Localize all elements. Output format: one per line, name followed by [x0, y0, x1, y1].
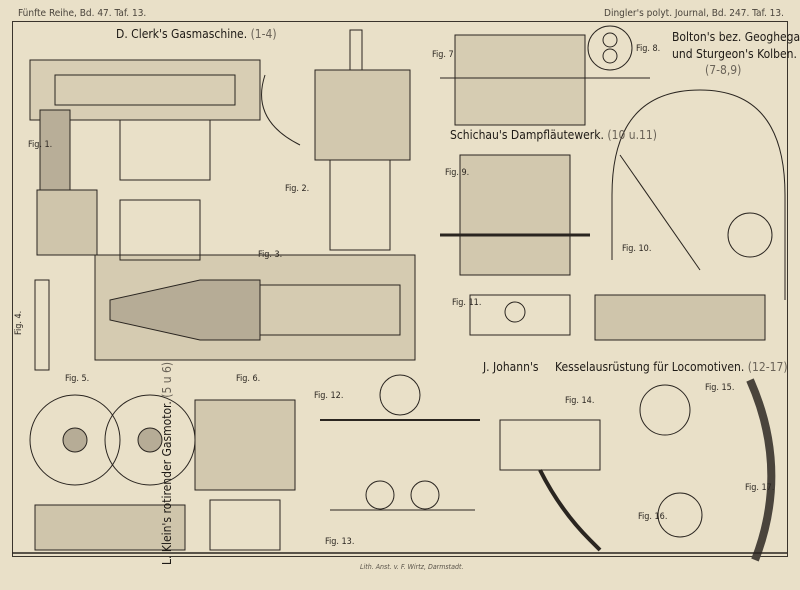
fig-label-9: Fig. 9.	[445, 168, 470, 178]
title-text: D. Clerk's Gasmaschine.	[116, 27, 248, 41]
fig12-fig13-fittings	[320, 374, 480, 511]
fig2-engine-side-view	[261, 29, 411, 251]
title-text: L. Klein's rotirender Gasmotor.	[160, 401, 174, 565]
lithographer-credit: Lith. Anst. v. F. Wirtz, Darmstadt.	[360, 563, 464, 571]
fig-label-6: Fig. 6.	[236, 374, 261, 384]
fig-label-16: Fig. 16.	[638, 512, 668, 522]
title-bolton-ref: (7-8,9)	[705, 63, 742, 77]
title-schichau: Schichau's Dampfläutewerk. (10 u.11)	[450, 128, 657, 142]
fig3-cylinder-section	[94, 199, 416, 361]
fig-label-3: Fig. 3.	[258, 250, 283, 260]
title-text: Schichau's Dampfläutewerk.	[450, 128, 604, 142]
fig-label-8: Fig. 8.	[636, 44, 661, 54]
fig-label-12: Fig. 12.	[314, 391, 344, 401]
title-ref: (1-4)	[250, 27, 277, 41]
plate-border	[12, 21, 788, 557]
fig-label-1: Fig. 1.	[28, 140, 53, 150]
fig6-engine-front	[194, 399, 296, 551]
title-clerk: D. Clerk's Gasmaschine. (1-4)	[116, 27, 277, 41]
fig14-boiler-fittings	[499, 419, 602, 552]
title-johann: Kesselausrüstung für Locomotiven. (12-17…	[555, 360, 788, 374]
fig9-steam-bell-section	[440, 154, 590, 276]
fig5-rotary-engine	[29, 394, 196, 551]
fig-label-14: Fig. 14.	[565, 396, 595, 406]
fig-label-5: Fig. 5.	[65, 374, 90, 384]
fig1-clerk-gas-engine-section	[29, 59, 261, 256]
fig-label-10: Fig. 10.	[622, 244, 652, 254]
fig15-fig16-fig17-gauges	[639, 378, 776, 562]
title-text: Kesselausrüstung für Locomotiven.	[555, 360, 745, 374]
fig-label-15: Fig. 15.	[705, 383, 735, 393]
title-ref: (5 u 6)	[160, 361, 174, 398]
fig-label-2: Fig. 2.	[285, 184, 310, 194]
fig-label-13: Fig. 13.	[325, 537, 355, 547]
title-klein: L. Klein's rotirender Gasmotor. (5 u 6)	[160, 362, 174, 565]
title-bolton-2: und Sturgeon's Kolben.	[672, 47, 797, 61]
fig-label-4: Fig. 4.	[14, 310, 24, 335]
fig4-detail	[34, 279, 50, 371]
plate-header-left: Fünfte Reihe, Bd. 47. Taf. 13.	[18, 8, 147, 19]
fig10-steam-bell	[594, 89, 786, 341]
fig8-piston-ring	[587, 25, 633, 71]
title-bolton-1: Bolton's bez. Geoghegan	[672, 30, 800, 44]
fig11-valve	[469, 294, 571, 336]
plate-header-right: Dingler's polyt. Journal, Bd. 247. Taf. …	[604, 8, 784, 19]
title-ref: (12-17)	[747, 360, 788, 374]
title-ref: (10 u.11)	[607, 128, 657, 142]
fig-label-17: Fig. 17.	[745, 483, 775, 493]
title-johann-a: J. Johann's	[483, 360, 539, 374]
fig-label-11: Fig. 11.	[452, 298, 482, 308]
fig-label-7: Fig. 7.	[432, 50, 457, 60]
fig7-piston	[440, 34, 650, 126]
